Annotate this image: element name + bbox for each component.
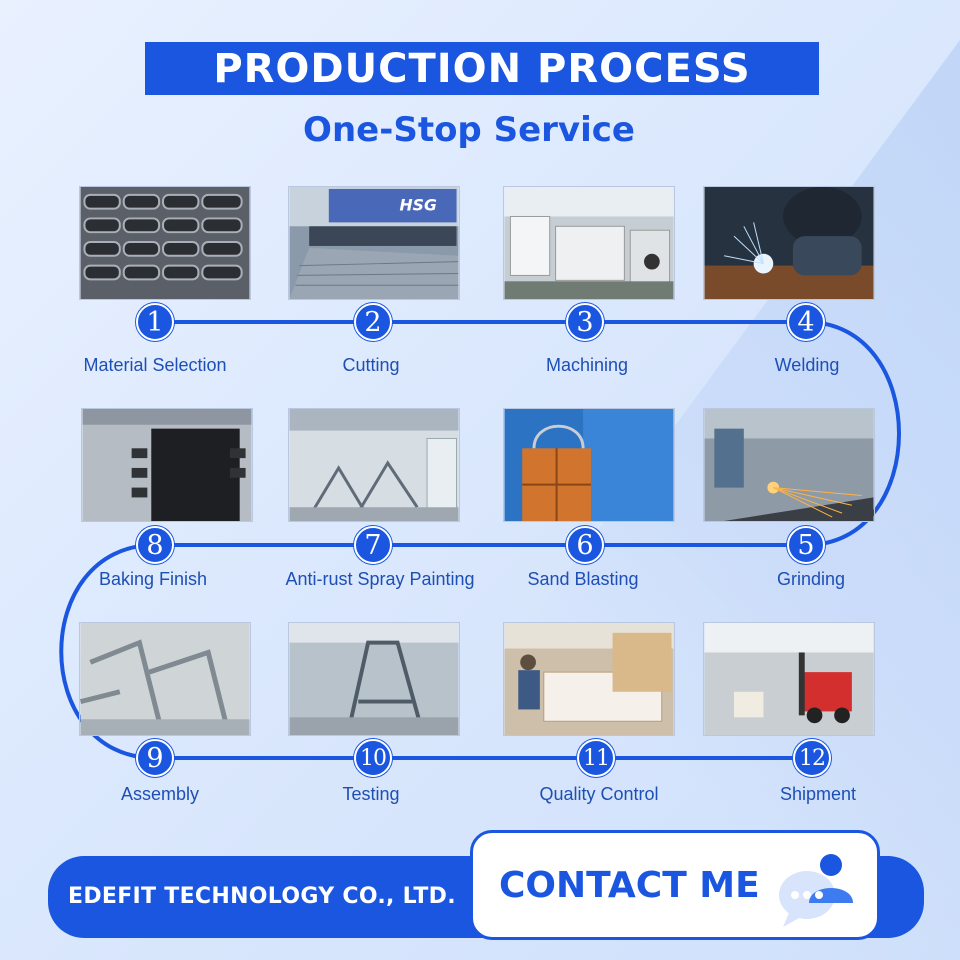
step-label-12: Shipment: [779, 784, 857, 804]
step-number-4: 4: [787, 303, 825, 341]
step-label-2: Cutting: [342, 355, 400, 375]
chat-user-icon: [779, 854, 853, 927]
page-title: PRODUCTION PROCESS: [213, 45, 751, 92]
photo-quality-control: [503, 622, 675, 736]
title-banner: PRODUCTION PROCESS: [145, 42, 819, 95]
step-label-1: Material Selection: [83, 355, 227, 375]
photo-testing: [288, 622, 460, 736]
company-name: EDEFIT TECHNOLOGY CO., LTD.: [68, 884, 456, 909]
step-number-9: 9: [136, 739, 174, 777]
step-label-3: Machining: [545, 355, 629, 375]
step-label-4: Welding: [774, 355, 840, 375]
step-label-8: Baking Finish: [98, 569, 208, 589]
step-number-5: 5: [787, 526, 825, 564]
step-number-11: 11: [577, 739, 615, 777]
photo-anti-rust-spray-painting: [288, 408, 460, 522]
step-number-8: 8: [136, 526, 174, 564]
step-label-7: Anti-rust Spray Painting: [285, 569, 475, 589]
step-label-10: Testing: [342, 784, 400, 804]
photo-shipment: [703, 622, 875, 736]
step-number-1: 1: [136, 303, 174, 341]
contact-me-label: CONTACT ME: [499, 864, 760, 906]
photo-assembly: [79, 622, 251, 736]
hsg-brand-text: HSG: [400, 196, 437, 215]
step-label-5: Grinding: [776, 569, 846, 589]
photo-machining: [503, 186, 675, 300]
photo-sand-blasting: [503, 408, 675, 522]
step-number-3: 3: [566, 303, 604, 341]
page-subtitle: One-Stop Service: [303, 110, 635, 150]
step-number-6: 6: [566, 526, 604, 564]
step-number-12: 12: [793, 739, 831, 777]
photo-cutting: HSG: [288, 186, 460, 300]
photo-welding: [703, 186, 875, 300]
step-label-11: Quality Control: [539, 784, 659, 804]
step-number-7: 7: [354, 526, 392, 564]
contact-me-button[interactable]: CONTACT ME: [470, 830, 880, 940]
photo-material-selection: [79, 186, 251, 300]
step-number-2: 2: [354, 303, 392, 341]
step-label-9: Assembly: [120, 784, 200, 804]
step-number-10: 10: [354, 739, 392, 777]
step-label-6: Sand Blasting: [527, 569, 639, 589]
photo-grinding: [703, 408, 875, 522]
photo-baking-finish: [81, 408, 253, 522]
